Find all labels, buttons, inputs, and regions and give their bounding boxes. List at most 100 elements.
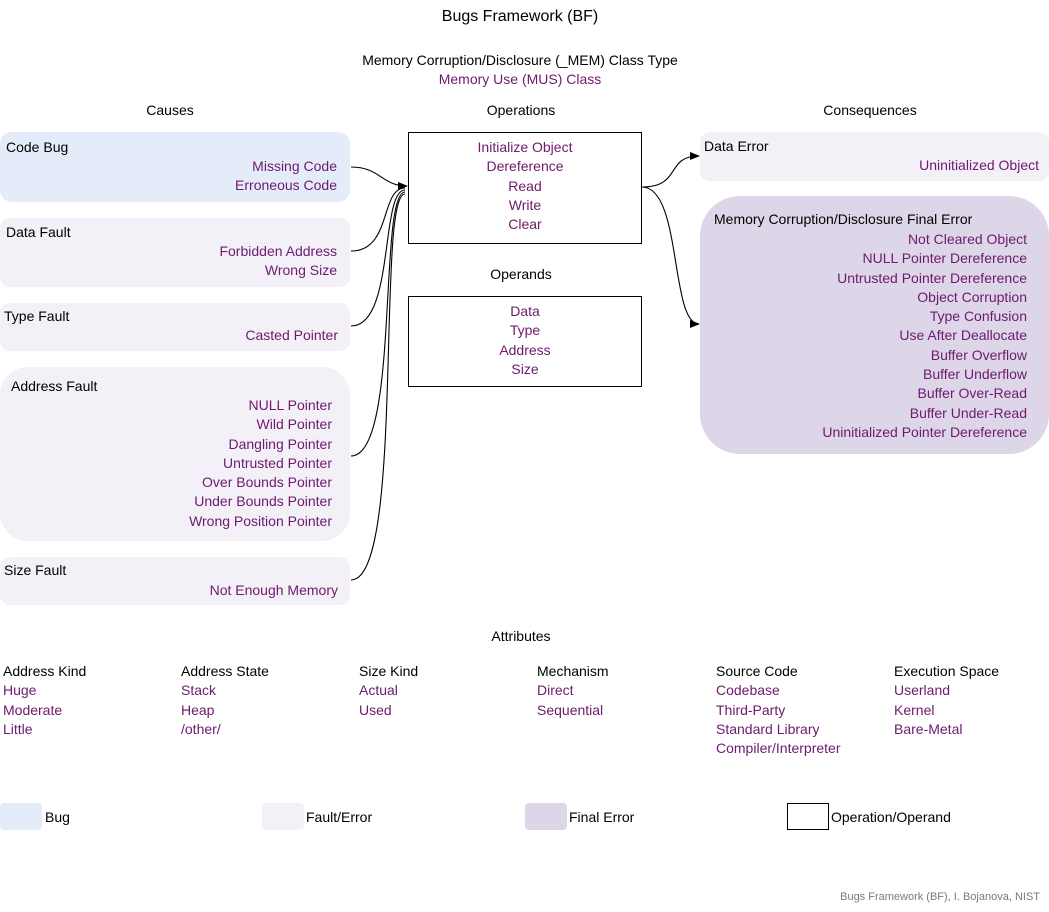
attribute-value: /other/ bbox=[181, 720, 221, 737]
cause-item: Untrusted Pointer bbox=[223, 454, 332, 471]
to-final-error-connector bbox=[641, 186, 700, 328]
cause-items: NULL Pointer Wild Pointer Dangling Point… bbox=[189, 396, 332, 531]
attribute-name: Size Kind bbox=[359, 663, 419, 679]
attribute-value: Direct bbox=[537, 682, 574, 699]
operands-list: Data Type Address Size bbox=[409, 302, 641, 379]
cause-item: Forbidden Address bbox=[219, 243, 337, 259]
final-error-box: Memory Corruption/Disclosure Final Error… bbox=[700, 196, 1049, 454]
cause-title: Type Fault bbox=[4, 308, 70, 324]
cause-item: Under Bounds Pointer bbox=[194, 493, 332, 510]
cause-item: Over Bounds Pointer bbox=[202, 474, 332, 491]
attribute-value: Userland bbox=[894, 682, 951, 699]
consequence-item: Buffer Underflow bbox=[922, 366, 1027, 383]
legend-operation-label: Operation/Operand bbox=[831, 809, 951, 825]
consequence-item: NULL Pointer Dereference bbox=[862, 250, 1027, 267]
attribute-value: Codebase bbox=[716, 682, 780, 699]
legend-final-swatch bbox=[525, 803, 567, 830]
cause-items: Casted Pointer bbox=[245, 326, 338, 345]
code-bug-box: Code Bug Missing Code Erroneous Code bbox=[0, 132, 350, 202]
attribute-value: Stack bbox=[181, 682, 217, 699]
attribute-value: Bare-Metal bbox=[894, 720, 963, 737]
operations-header: Operations bbox=[486, 102, 556, 118]
attribute-mechanism: Mechanism Direct Sequential bbox=[537, 662, 609, 720]
cause-item: Dangling Pointer bbox=[228, 435, 332, 452]
operation-item: Write bbox=[508, 196, 542, 213]
attribute-value: Moderate bbox=[3, 701, 63, 718]
cause-title: Address Fault bbox=[11, 378, 98, 394]
consequence-items: Not Cleared Object NULL Pointer Derefere… bbox=[822, 230, 1027, 442]
cause-items: Not Enough Memory bbox=[210, 581, 338, 600]
cause-title: Data Fault bbox=[6, 224, 71, 240]
operations-box: Initialize Object Dereference Read Write… bbox=[408, 132, 642, 244]
cause-items: Forbidden Address Wrong Size bbox=[219, 242, 337, 281]
legend-bug-label: Bug bbox=[45, 809, 70, 825]
cause-item: NULL Pointer bbox=[248, 397, 332, 413]
attribute-name: Address State bbox=[181, 663, 269, 679]
consequence-item: Object Corruption bbox=[917, 288, 1027, 305]
class-name: Memory Use (MUS) Class bbox=[438, 71, 602, 87]
consequence-item: Untrusted Pointer Dereference bbox=[837, 269, 1027, 286]
cause-item: Not Enough Memory bbox=[209, 582, 338, 598]
attribute-value: Huge bbox=[3, 682, 37, 699]
attribute-execution-space: Execution Space Userland Kernel Bare-Met… bbox=[894, 662, 999, 739]
to-data-error-connector bbox=[641, 152, 700, 188]
attribute-value: Third-Party bbox=[716, 701, 786, 718]
consequence-item: Uninitialized Object bbox=[919, 157, 1039, 173]
legend-operation-swatch bbox=[787, 803, 829, 830]
attribute-value: Heap bbox=[181, 701, 215, 718]
attribute-value: Used bbox=[359, 701, 392, 718]
legend-bug-swatch bbox=[0, 803, 42, 830]
attribute-name: Execution Space bbox=[894, 663, 1000, 679]
operands-header: Operands bbox=[490, 266, 552, 282]
consequence-items: Uninitialized Object bbox=[919, 156, 1039, 175]
attribute-address-state: Address State Stack Heap /other/ bbox=[181, 662, 269, 739]
operand-item: Type bbox=[509, 322, 541, 339]
type-fault-box: Type Fault Casted Pointer bbox=[0, 303, 350, 351]
causes-header: Causes bbox=[146, 102, 194, 118]
consequence-item: Buffer Under-Read bbox=[909, 404, 1027, 421]
consequence-title: Memory Corruption/Disclosure Final Error bbox=[714, 211, 973, 227]
cause-item: Wrong Size bbox=[264, 262, 337, 279]
consequence-item: Uninitialized Pointer Dereference bbox=[822, 423, 1027, 440]
cause-item: Missing Code bbox=[252, 158, 337, 174]
operand-item: Address bbox=[499, 341, 551, 358]
consequence-item: Buffer Overflow bbox=[930, 346, 1027, 363]
attribute-name: Address Kind bbox=[3, 663, 87, 679]
size-fault-box: Size Fault Not Enough Memory bbox=[0, 557, 350, 605]
cause-item: Casted Pointer bbox=[245, 327, 338, 343]
cause-title: Size Fault bbox=[4, 562, 67, 578]
size-fault-connector bbox=[350, 193, 406, 581]
address-fault-box: Address Fault NULL Pointer Wild Pointer … bbox=[0, 367, 350, 541]
operands-box: Data Type Address Size bbox=[408, 296, 642, 387]
attribute-address-kind: Address Kind Huge Moderate Little bbox=[3, 662, 86, 739]
attribute-value: Kernel bbox=[894, 701, 935, 718]
cause-title: Code Bug bbox=[6, 139, 69, 155]
address-fault-connector bbox=[350, 191, 406, 457]
cause-item: Wrong Position Pointer bbox=[189, 512, 332, 529]
data-error-box: Data Error Uninitialized Object bbox=[700, 132, 1049, 181]
consequence-item: Use After Deallocate bbox=[899, 327, 1027, 344]
diagram-title: Bugs Framework (BF) bbox=[441, 8, 599, 25]
data-fault-box: Data Fault Forbidden Address Wrong Size bbox=[0, 218, 350, 287]
type-fault-connector bbox=[350, 189, 406, 327]
cause-items: Missing Code Erroneous Code bbox=[235, 157, 337, 196]
code-bug-connector bbox=[350, 166, 408, 190]
consequences-header: Consequences bbox=[823, 102, 917, 118]
attribute-size-kind: Size Kind Actual Used bbox=[359, 662, 418, 720]
legend-final-label: Final Error bbox=[569, 809, 635, 825]
attribute-value: Actual bbox=[359, 682, 398, 699]
data-fault-connector bbox=[350, 187, 406, 252]
consequence-item: Type Confusion bbox=[929, 308, 1027, 325]
operand-item: Data bbox=[510, 303, 540, 319]
cause-item: Erroneous Code bbox=[235, 177, 337, 194]
attributes-header: Attributes bbox=[491, 628, 551, 644]
cause-item: Wild Pointer bbox=[256, 416, 332, 433]
attribute-value: Sequential bbox=[537, 701, 604, 718]
operation-item: Read bbox=[508, 177, 542, 194]
attribute-value: Little bbox=[3, 720, 33, 737]
class-type: Memory Corruption/Disclosure (_MEM) Clas… bbox=[362, 52, 678, 68]
attribute-name: Source Code bbox=[716, 663, 798, 679]
consequence-title: Data Error bbox=[704, 138, 769, 154]
operation-item: Clear bbox=[508, 216, 542, 233]
operation-item: Dereference bbox=[486, 158, 564, 175]
